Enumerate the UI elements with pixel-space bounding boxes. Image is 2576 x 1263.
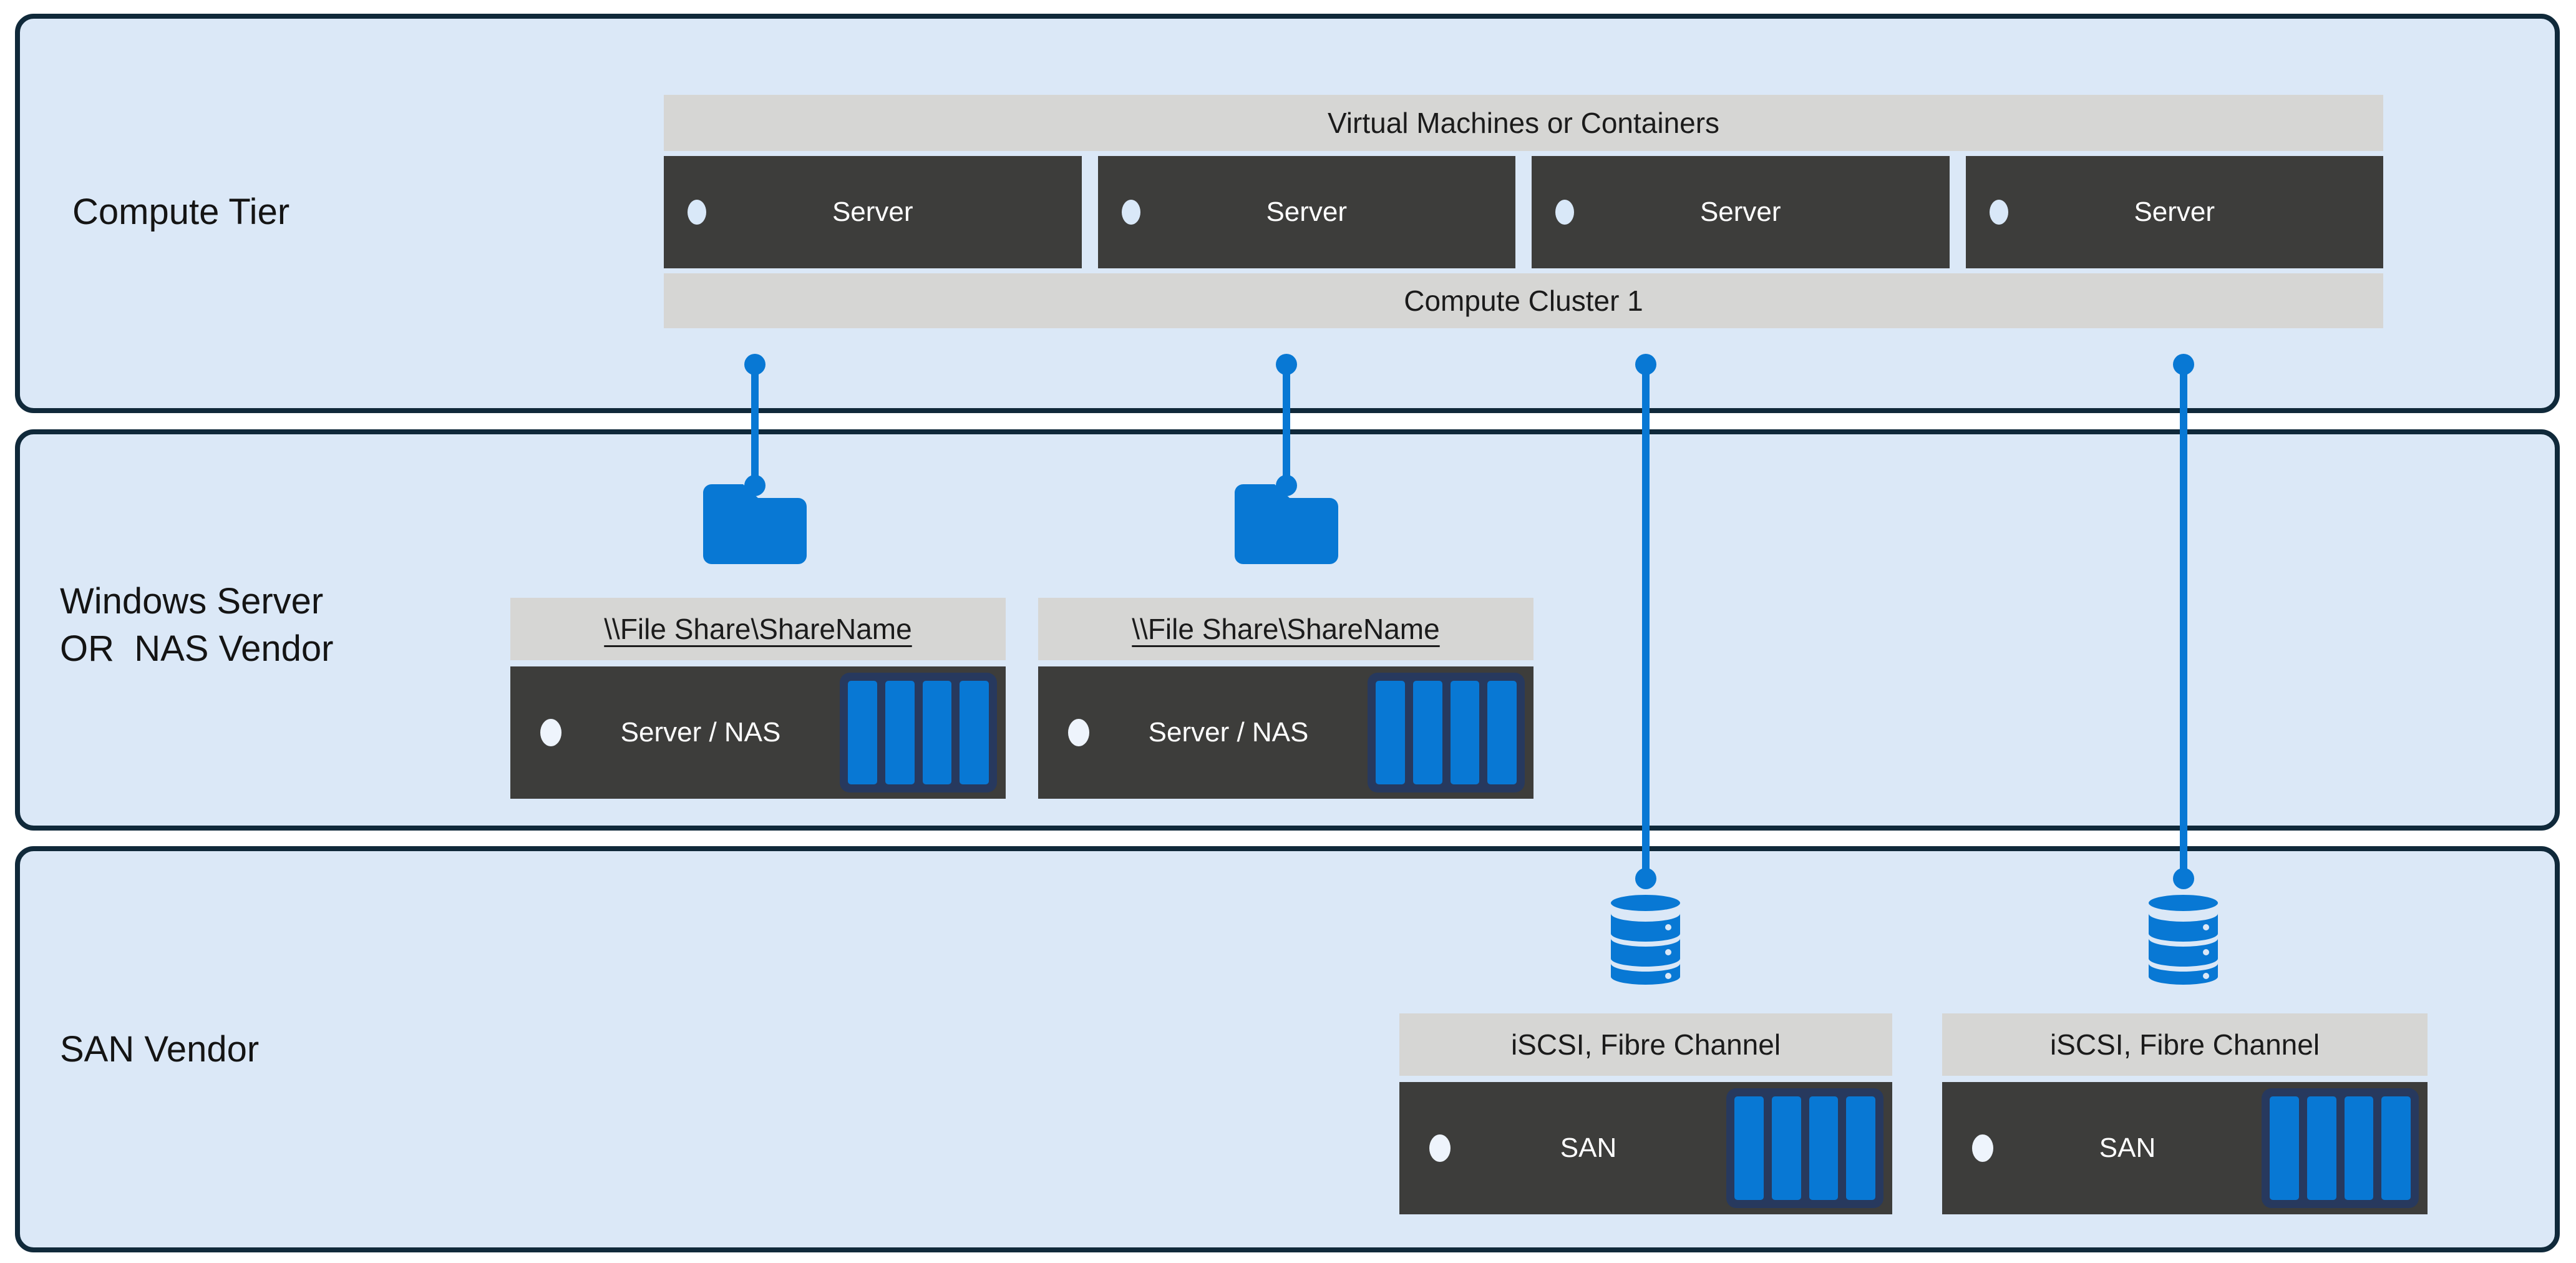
server-label: Server (1266, 197, 1348, 227)
device-label: SAN (1560, 1133, 1617, 1163)
status-dot-icon (1555, 200, 1574, 225)
server-label: Server (2134, 197, 2215, 227)
status-dot-icon (1972, 1134, 1993, 1162)
connector-line (2180, 364, 2187, 879)
server-box-1: Server (664, 156, 1082, 268)
server-row: Server Server Server Server (664, 156, 2383, 268)
status-dot-icon (688, 200, 706, 225)
database-icon (2149, 895, 2218, 988)
status-dot-icon (1068, 719, 1089, 746)
file-tier-label: Windows Server OR NAS Vendor (60, 578, 333, 673)
compute-cluster-bar: Compute Cluster 1 (664, 273, 2383, 328)
status-dot-icon (1989, 200, 2008, 225)
server-box-2: Server (1097, 156, 1515, 268)
protocol-bar: iSCSI, Fibre Channel (1399, 1013, 1892, 1076)
connector-dot (1635, 868, 1656, 889)
server-label: Server (1699, 197, 1781, 227)
vm-containers-bar: Virtual Machines or Containers (664, 95, 2383, 151)
connector-dot (1635, 354, 1656, 375)
drive-bay-icon (1726, 1088, 1883, 1208)
folder-icon (703, 484, 807, 564)
connector-dot (744, 354, 766, 375)
server-label: Server (832, 197, 913, 227)
file-share-path: \\File Share\ShareName (1132, 613, 1440, 645)
connector-line (751, 364, 759, 485)
server-nas-box: Server / NAS (1038, 666, 1533, 799)
san-box: SAN (1399, 1082, 1892, 1214)
file-share-path: \\File Share\ShareName (604, 613, 912, 645)
drive-bay-icon (840, 673, 997, 792)
file-tier-label-line1: Windows Server (60, 581, 324, 622)
compute-tier-label: Compute Tier (72, 192, 290, 232)
device-label: Server / NAS (1148, 717, 1309, 748)
status-dot-icon (1429, 1134, 1451, 1162)
file-tier-label-line2: OR NAS Vendor (60, 628, 334, 669)
connector-line (1283, 364, 1290, 485)
connector-dot (2173, 354, 2194, 375)
folder-icon (1235, 484, 1338, 564)
server-box-3: Server (1532, 156, 1950, 268)
connector-line (1642, 364, 1650, 879)
status-dot-icon (1121, 200, 1140, 225)
server-nas-box: Server / NAS (510, 666, 1006, 799)
connector-dot (1276, 354, 1297, 375)
drive-bay-icon (1368, 673, 1525, 792)
drive-bay-icon (2262, 1088, 2419, 1208)
protocol-bar: iSCSI, Fibre Channel (1942, 1013, 2428, 1076)
device-label: Server / NAS (620, 717, 781, 748)
san-box: SAN (1942, 1082, 2428, 1214)
file-share-path-bar: \\File Share\ShareName (510, 598, 1006, 660)
connector-dot (2173, 868, 2194, 889)
file-share-path-bar: \\File Share\ShareName (1038, 598, 1533, 660)
san-tier-label: SAN Vendor (60, 1029, 260, 1070)
database-icon (1611, 895, 1680, 988)
device-label: SAN (2099, 1133, 2156, 1163)
server-box-4: Server (1965, 156, 2383, 268)
status-dot-icon (540, 719, 561, 746)
